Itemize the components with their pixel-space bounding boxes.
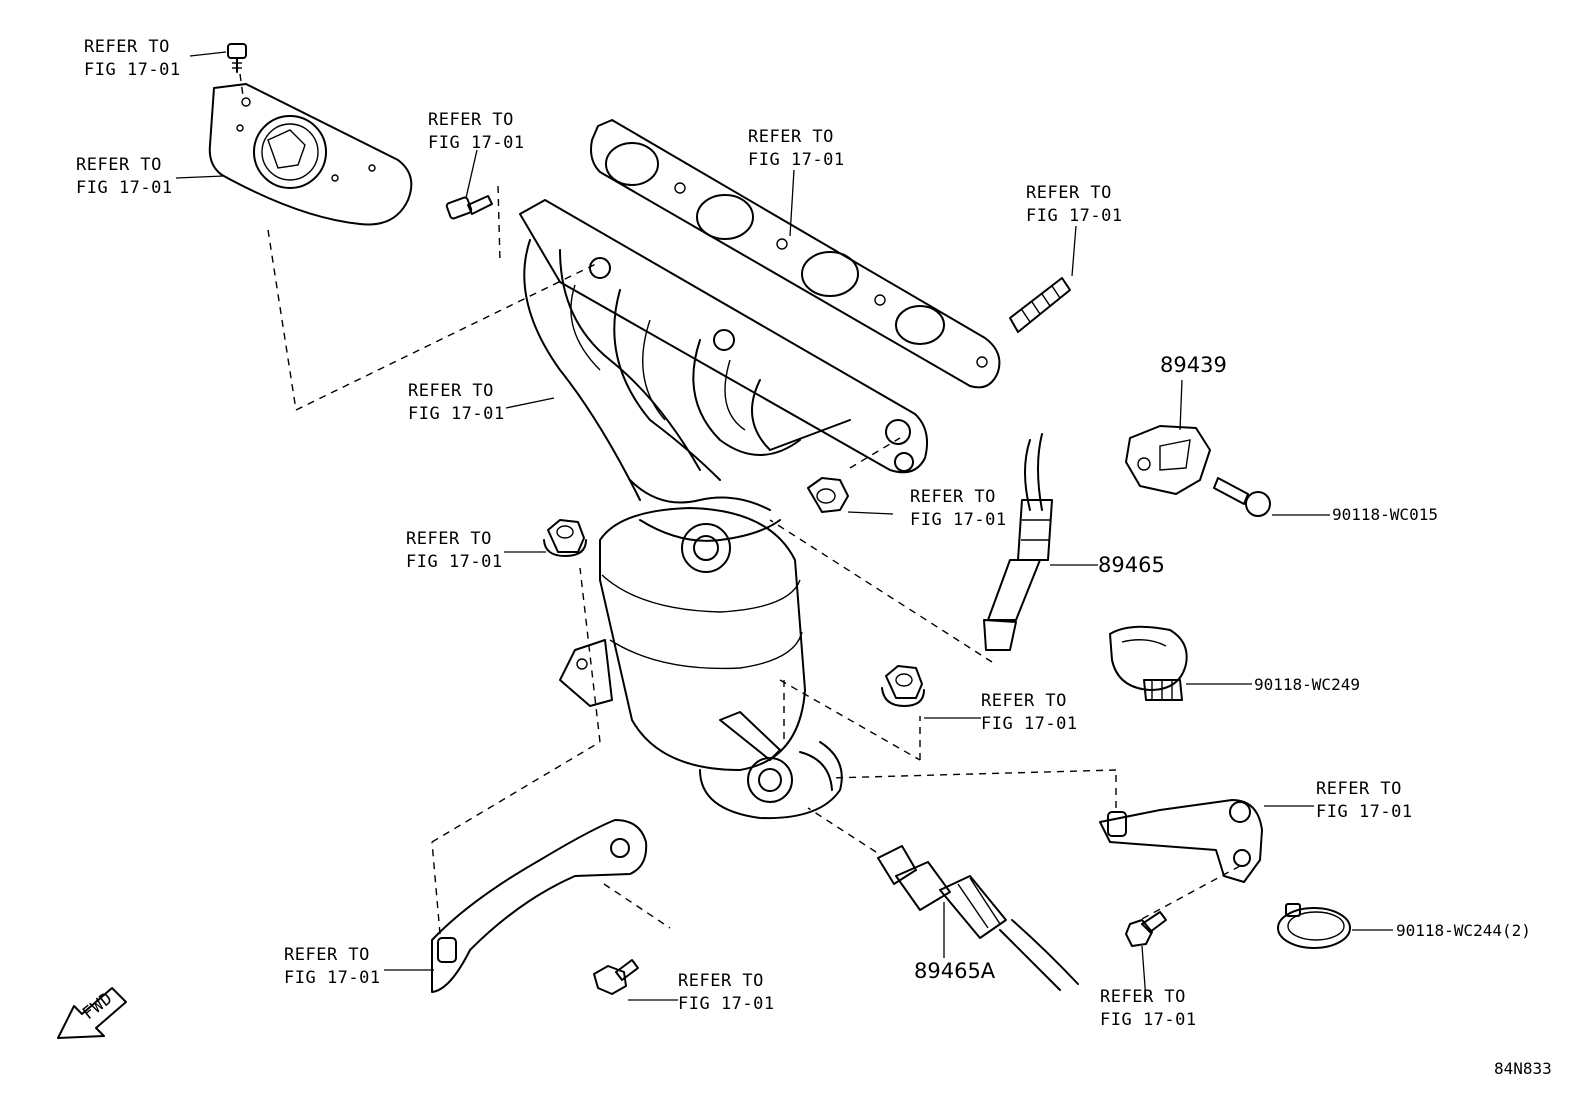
refer-label-4: REFER TO FIG 17-01	[748, 127, 845, 170]
clamp-wc244	[1277, 903, 1351, 949]
dashed-guides	[267, 229, 921, 761]
svg-text:FIG 17-01: FIG 17-01	[428, 133, 525, 153]
bolt-wc015	[1213, 477, 1271, 517]
refer-label-7: REFER TO FIG 17-01	[910, 487, 1007, 530]
svg-text:FIG 17-01: FIG 17-01	[748, 150, 845, 170]
svg-text:FIG 17-01: FIG 17-01	[678, 994, 775, 1014]
svg-text:FIG 17-01: FIG 17-01	[1100, 1010, 1197, 1030]
fwd-label: FWD	[79, 988, 117, 1024]
svg-text:FIG 17-01: FIG 17-01	[284, 968, 381, 988]
svg-text:REFER TO: REFER TO	[981, 691, 1067, 711]
svg-text:REFER TO: REFER TO	[910, 487, 996, 507]
svg-text:FIG 17-01: FIG 17-01	[408, 404, 505, 424]
svg-text:REFER TO: REFER TO	[1316, 779, 1402, 799]
svg-text:FIG 17-01: FIG 17-01	[981, 714, 1078, 734]
leader-lines	[175, 51, 1393, 1001]
insulator-bolt	[227, 43, 247, 97]
svg-text:FIG 17-01: FIG 17-01	[910, 510, 1007, 530]
refer-label-10: REFER TO FIG 17-01	[1316, 779, 1413, 822]
flange-bolt-top	[445, 185, 501, 263]
svg-text:FIG 17-01: FIG 17-01	[1026, 206, 1123, 226]
svg-text:REFER TO: REFER TO	[406, 529, 492, 549]
svg-text:FIG 17-01: FIG 17-01	[76, 178, 173, 198]
oxygen-sensor-lower	[807, 807, 1079, 991]
part-number-wc244: 90118-WC244(2)	[1396, 921, 1531, 940]
exhaust-manifold-converter	[519, 199, 928, 820]
refer-label-8: REFER TO FIG 17-01	[406, 529, 503, 572]
refer-label-1: REFER TO FIG 17-01	[84, 37, 181, 80]
part-number-89439: 89439	[1160, 353, 1227, 377]
bracket-bolt-bottom	[593, 883, 671, 995]
refer-label-2: REFER TO FIG 17-01	[76, 155, 173, 198]
svg-text:REFER TO: REFER TO	[76, 155, 162, 175]
svg-text:REFER TO: REFER TO	[748, 127, 834, 147]
catalyst-nut-right	[881, 665, 925, 707]
svg-text:REFER TO: REFER TO	[84, 37, 170, 57]
heat-insulator	[208, 83, 413, 226]
refer-label-5: REFER TO FIG 17-01	[1026, 183, 1123, 226]
svg-text:REFER TO: REFER TO	[1026, 183, 1112, 203]
clamp-wc249	[1109, 625, 1188, 701]
refer-label-9: REFER TO FIG 17-01	[981, 691, 1078, 734]
manifold-gasket	[590, 119, 1001, 389]
svg-text:FIG 17-01: FIG 17-01	[1316, 802, 1413, 822]
sensor-bracket-89439	[1125, 425, 1211, 495]
bracket-bolt-lower	[1125, 911, 1167, 947]
svg-text:FIG 17-01: FIG 17-01	[84, 60, 181, 80]
svg-text:REFER TO: REFER TO	[428, 110, 514, 130]
support-bracket-right	[829, 769, 1263, 921]
refer-label-12: REFER TO FIG 17-01	[678, 971, 775, 1014]
manifold-stud	[1009, 277, 1071, 333]
svg-text:REFER TO: REFER TO	[408, 381, 494, 401]
part-number-89465: 89465	[1098, 553, 1165, 577]
forward-arrow-icon: FWD	[57, 987, 127, 1039]
manifold-nut	[807, 437, 901, 513]
refer-label-13: REFER TO FIG 17-01	[1100, 987, 1197, 1030]
support-bracket-left	[431, 567, 648, 993]
oxygen-sensor-upper	[769, 433, 1053, 663]
refer-label-3: REFER TO FIG 17-01	[428, 110, 525, 153]
svg-text:REFER TO: REFER TO	[284, 945, 370, 965]
svg-text:REFER TO: REFER TO	[1100, 987, 1186, 1007]
catalyst-nut-left	[543, 519, 587, 557]
refer-label-6: REFER TO FIG 17-01	[408, 381, 505, 424]
svg-text:REFER TO: REFER TO	[678, 971, 764, 991]
part-number-wc249: 90118-WC249	[1254, 675, 1360, 694]
svg-text:FIG 17-01: FIG 17-01	[406, 552, 503, 572]
part-number-wc015: 90118-WC015	[1332, 505, 1438, 524]
refer-label-11: REFER TO FIG 17-01	[284, 945, 381, 988]
part-number-89465a: 89465A	[914, 959, 996, 983]
figure-code: 84N833	[1494, 1059, 1552, 1078]
